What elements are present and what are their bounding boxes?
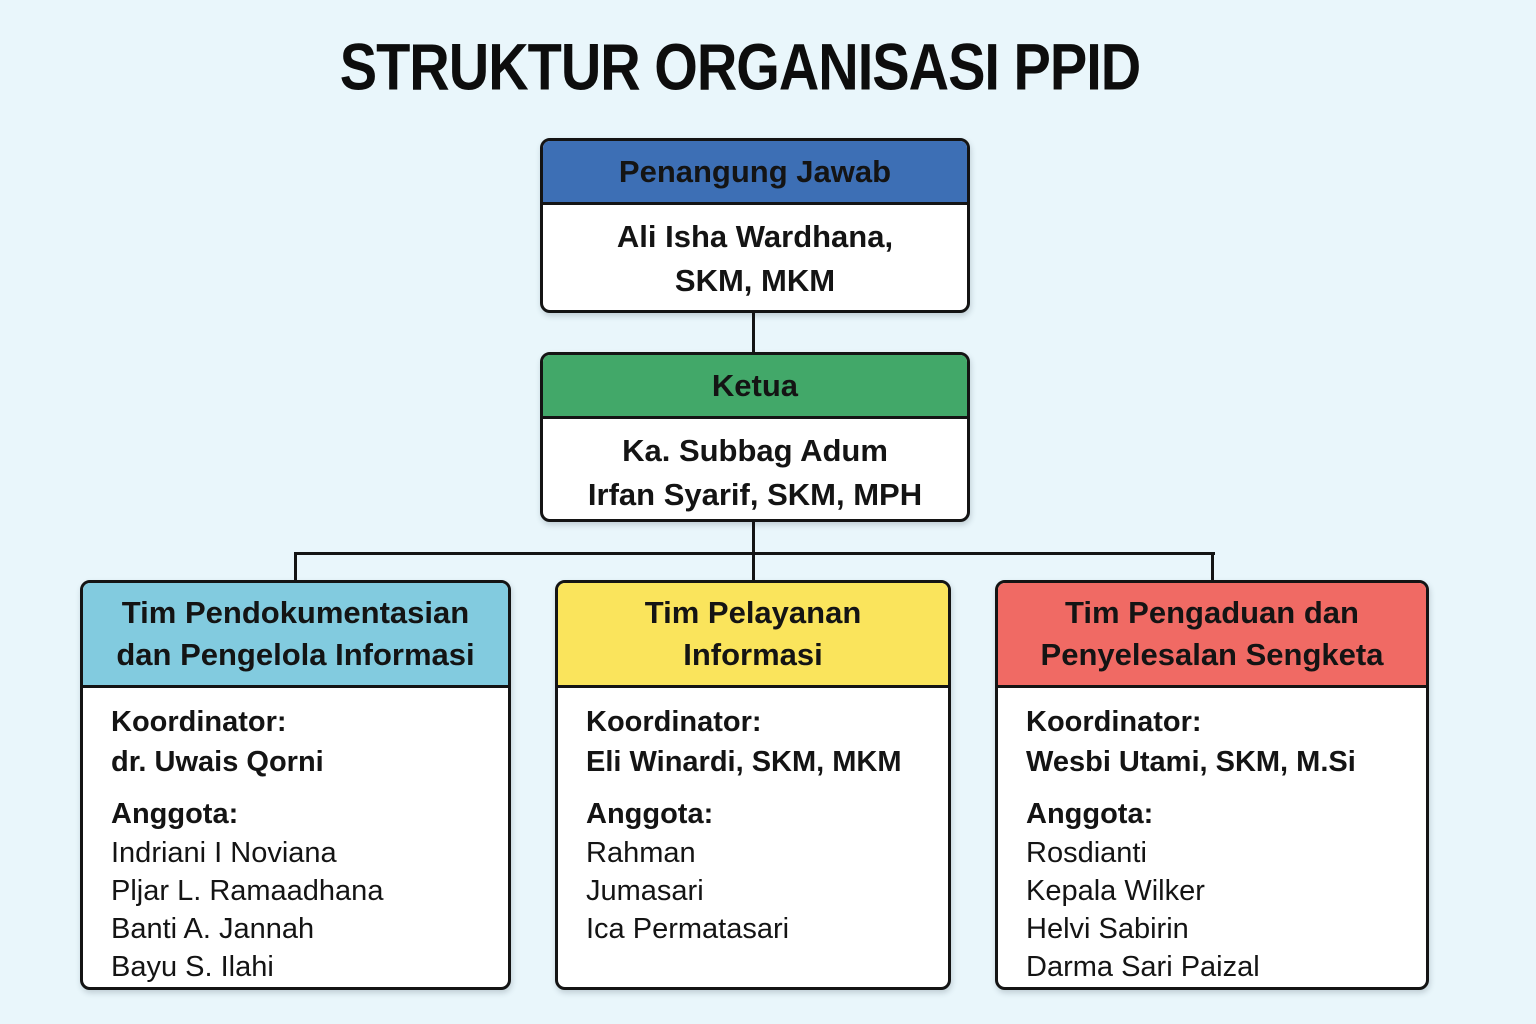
koordinator-label: Koordinator: — [111, 706, 287, 738]
person-name-line: Ali Isha Wardhana, — [616, 219, 894, 254]
member-name: Jumasari — [586, 875, 704, 907]
org-node-penangung-jawab: Penangung Jawab Ali Isha Wardhana, SKM, … — [540, 138, 970, 313]
koordinator-label: Koordinator: — [586, 706, 762, 738]
page-title: STRUKTUR ORGANISASI PPID — [339, 29, 1141, 104]
org-node-body-tim-pendokumentasian: Koordinator: dr. Uwais Qorni Anggota: In… — [83, 688, 508, 986]
org-node-body-ketua: Ka. Subbag Adum Irfan Syarif, SKM, MPH — [543, 419, 967, 517]
team-title: Tim Pendokumentasian dan Pengelola Infor… — [116, 592, 474, 676]
member-name: Pljar L. Ramaadhana — [111, 875, 384, 907]
team-title-line: Tim Pengaduan dan — [1065, 595, 1359, 630]
person-name-line: SKM, MKM — [674, 263, 836, 298]
koordinator-name: Eli Winardi, SKM, MKM — [586, 746, 902, 778]
org-node-body-tim-pengaduan: Koordinator: Wesbi Utami, SKM, M.Si Angg… — [998, 688, 1426, 986]
koordinator-label: Koordinator: — [1026, 706, 1202, 738]
member-name: Helvi Sabirin — [1026, 913, 1189, 945]
org-node-header-tim-pendokumentasian: Tim Pendokumentasian dan Pengelola Infor… — [83, 583, 508, 688]
org-node-header-penangung-jawab: Penangung Jawab — [543, 141, 967, 205]
koordinator-name: dr. Uwais Qorni — [111, 746, 324, 778]
member-name: Rosdianti — [1026, 837, 1147, 869]
team-title: Tim Pengaduan dan Penyelesalan Sengketa — [1041, 592, 1384, 676]
org-node-header-tim-pelayanan: Tim Pelayanan Informasi — [558, 583, 948, 688]
team-title-line: Tim Pendokumentasian — [121, 595, 470, 630]
team-title-line: Penyelesalan Sengketa — [1040, 637, 1384, 672]
connector-drop-team-2 — [752, 552, 755, 582]
anggota-label: Anggota: — [111, 798, 239, 830]
member-name: Ica Permatasari — [586, 913, 790, 945]
connector-pj-to-ketua — [752, 311, 755, 354]
member-name: Darma Sari Paizal — [1026, 951, 1260, 983]
member-name: Bayu S. Ilahi — [111, 951, 274, 983]
org-node-title: Ketua — [711, 367, 799, 403]
member-name: Indriani I Noviana — [111, 837, 337, 869]
org-node-ketua: Ketua Ka. Subbag Adum Irfan Syarif, SKM,… — [540, 352, 970, 522]
anggota-label: Anggota: — [1026, 798, 1154, 830]
member-name: Banti A. Jannah — [111, 913, 315, 945]
page-title-wrap: STRUKTUR ORGANISASI PPID — [0, 29, 1480, 103]
person-name-line: Irfan Syarif, SKM, MPH — [587, 477, 923, 512]
team-title-line: dan Pengelola Informasi — [116, 637, 475, 672]
connector-drop-team-1 — [294, 552, 297, 582]
org-node-body-tim-pelayanan: Koordinator: Eli Winardi, SKM, MKM Anggo… — [558, 688, 948, 948]
org-node-body-penangung-jawab: Ali Isha Wardhana, SKM, MKM — [543, 205, 967, 303]
team-title-line: Tim Pelayanan — [644, 595, 862, 630]
team-title-line: Informasi — [683, 637, 823, 672]
org-node-tim-pelayanan: Tim Pelayanan Informasi Koordinator: Eli… — [555, 580, 951, 990]
org-node-header-tim-pengaduan: Tim Pengaduan dan Penyelesalan Sengketa — [998, 583, 1426, 688]
person-name-line: Ka. Subbag Adum — [622, 433, 888, 468]
member-name: Rahman — [586, 837, 696, 869]
connector-drop-team-3 — [1211, 552, 1214, 582]
org-node-tim-pengaduan: Tim Pengaduan dan Penyelesalan Sengketa … — [995, 580, 1429, 990]
anggota-label: Anggota: — [586, 798, 714, 830]
org-node-header-ketua: Ketua — [543, 355, 967, 419]
org-node-title: Penangung Jawab — [618, 153, 892, 189]
koordinator-name: Wesbi Utami, SKM, M.Si — [1026, 746, 1356, 778]
team-title: Tim Pelayanan Informasi — [645, 592, 862, 676]
connector-ketua-stem — [752, 520, 755, 554]
member-name: Kepala Wilker — [1026, 875, 1205, 907]
org-node-tim-pendokumentasian: Tim Pendokumentasian dan Pengelola Infor… — [80, 580, 511, 990]
